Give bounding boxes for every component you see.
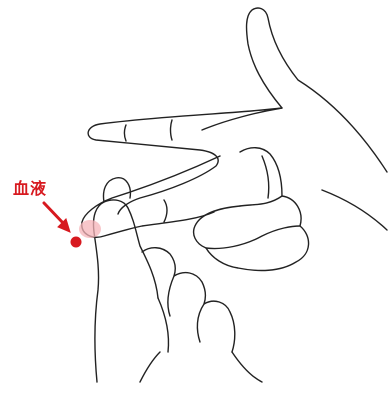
lower-hand-thumb: [93, 200, 158, 382]
lower-hand-palm-edge: [140, 352, 262, 382]
pricked-finger-crease: [164, 200, 167, 222]
lower-hand-fingers: [142, 248, 235, 352]
knuckle-fold-3: [262, 156, 269, 198]
knuckle-fold-2: [206, 226, 300, 249]
arrow-icon: [44, 203, 70, 232]
blood-label: 血液: [13, 180, 47, 198]
index-finger-nail: [125, 125, 127, 141]
upper-hand-knuckles: [194, 148, 309, 271]
lower-hand-finger-folds: [158, 276, 204, 352]
upper-hand-index-finger: [88, 108, 282, 214]
knuckle-fold-1: [240, 196, 282, 206]
upper-hand-pricked-finger: [82, 156, 220, 237]
upper-hand-thumb: [202, 8, 387, 172]
blood-drop-icon: [71, 237, 82, 248]
blood-glow: [79, 220, 101, 238]
upper-hand-wrist-edge: [322, 190, 387, 230]
index-finger-crease: [171, 120, 173, 140]
thumb-tip-top: [104, 178, 131, 202]
